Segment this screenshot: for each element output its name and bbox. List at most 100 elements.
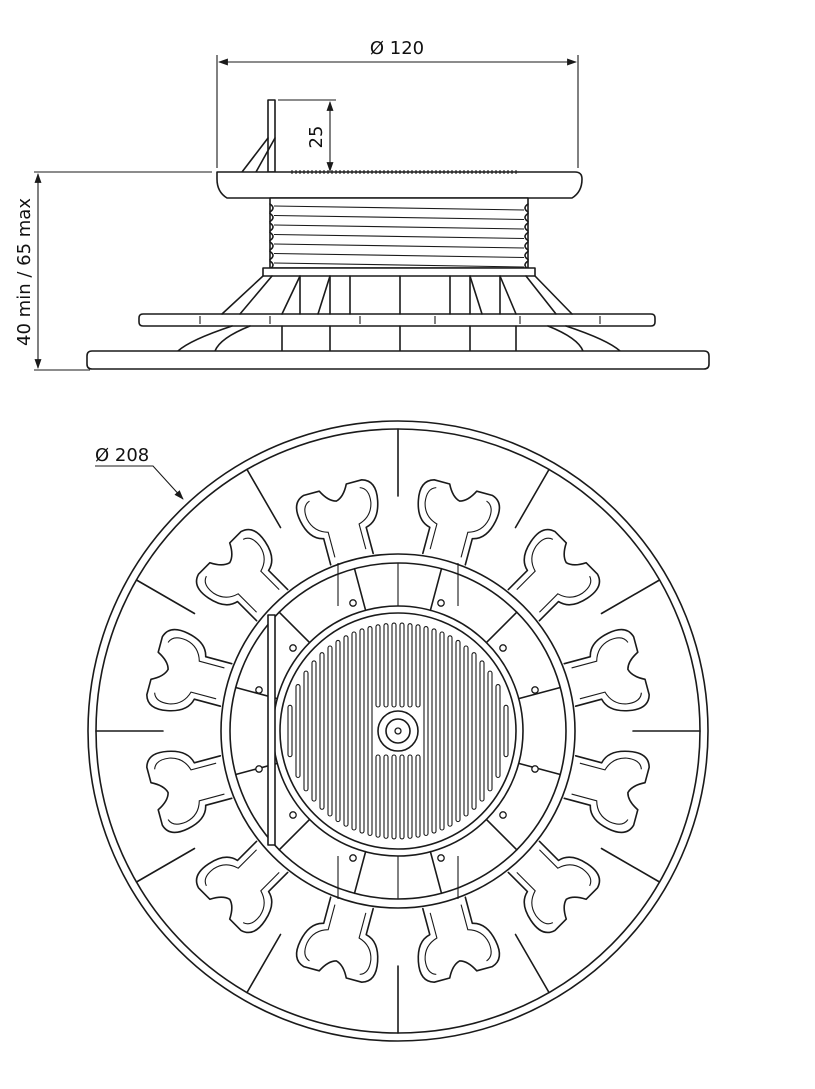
center-pin — [394, 727, 402, 735]
base-lobe — [146, 750, 233, 834]
head-grip-texture — [291, 170, 517, 174]
head-plate — [216, 171, 583, 199]
sector-divider — [429, 567, 443, 612]
sector-divider — [429, 850, 443, 895]
grip-slot — [375, 754, 381, 838]
base-radial-ribs — [95, 428, 701, 1034]
fixing-dot — [499, 644, 507, 652]
thread-line — [273, 205, 525, 211]
dimension-base-diameter: Ø 208 — [95, 445, 184, 500]
grip-slot — [471, 652, 477, 810]
side-view: Ø 120 25 40 min / 65 max — [14, 38, 710, 371]
base-lobe — [563, 750, 650, 834]
base-lobe-inner — [516, 849, 592, 925]
grip-slot — [359, 628, 365, 834]
base-lobe-inner — [571, 637, 642, 705]
base-outer-ring — [87, 420, 709, 1042]
base-lobe — [195, 528, 289, 622]
spacer-tab-top — [267, 614, 276, 846]
grip-slot — [383, 623, 389, 708]
grip-slot — [367, 626, 373, 836]
fixing-dots — [255, 599, 539, 862]
center-hub-inner — [385, 718, 411, 744]
grip-slot — [295, 684, 301, 778]
base-lobe — [417, 896, 501, 983]
grip-slot — [391, 622, 397, 708]
thread-crest — [269, 231, 529, 242]
radial-rib — [600, 847, 661, 883]
fixing-dot — [531, 686, 539, 694]
sector-divider — [353, 567, 367, 612]
fixing-dot — [437, 599, 445, 607]
grip-slot — [383, 754, 389, 839]
dimension-top-diameter: Ø 120 — [216, 38, 579, 168]
grip-slot — [351, 631, 357, 831]
spacer-tab — [267, 99, 276, 173]
base-flare — [214, 325, 584, 352]
base-lobe — [507, 528, 601, 622]
upper-base-ring — [138, 313, 656, 327]
base-lobe-inner — [304, 904, 372, 975]
grip-slot — [327, 645, 333, 817]
dimension-head-height: 25 — [278, 99, 336, 172]
thread-line — [273, 252, 525, 259]
grip-slot — [431, 628, 437, 834]
thread-collar — [262, 267, 536, 277]
base-lobe — [295, 896, 379, 983]
sector-divider — [485, 611, 518, 644]
base-lobe — [563, 628, 650, 712]
head-grip-slots — [287, 622, 509, 840]
grip-slot — [391, 754, 397, 840]
grip-slot — [407, 754, 413, 839]
grip-slot — [455, 639, 461, 823]
grip-slot — [343, 635, 349, 827]
support-ribs — [177, 275, 621, 352]
head-rim — [279, 612, 517, 850]
thread-crest — [269, 241, 529, 251]
radial-rib — [135, 579, 196, 615]
grip-slot — [439, 631, 445, 831]
base-lobe — [295, 479, 379, 566]
base-lobe-inner — [516, 537, 592, 613]
fixing-dot — [255, 765, 263, 773]
grip-slot — [463, 645, 469, 817]
grip-slot — [399, 754, 405, 840]
base-lobe — [146, 628, 233, 712]
radial-rib — [246, 468, 282, 529]
radial-rib — [514, 933, 550, 994]
base-lobes — [146, 479, 650, 983]
fixing-dot — [499, 811, 507, 819]
thread-crest — [269, 203, 529, 213]
base-lobe-inner — [204, 849, 280, 925]
grip-slot — [407, 623, 413, 708]
sector-divider — [278, 611, 311, 644]
fixing-dot — [255, 686, 263, 694]
grip-slot — [447, 635, 453, 827]
sector-divider — [353, 850, 367, 895]
sector-divider — [278, 818, 311, 851]
grip-slot — [375, 624, 381, 708]
grip-slot — [487, 670, 493, 792]
fixing-dot — [531, 765, 539, 773]
grip-slot — [503, 704, 509, 758]
base-flare — [177, 325, 621, 352]
grip-slot — [415, 624, 421, 708]
grip-slot — [415, 754, 421, 838]
height-range-label: 40 min / 65 max — [14, 198, 35, 346]
base-lobe-inner — [424, 904, 492, 975]
screw-thread — [262, 197, 536, 277]
fixing-dot — [437, 854, 445, 862]
base-lobe-inner — [424, 487, 492, 558]
fixing-dot — [289, 644, 297, 652]
radial-rib — [514, 468, 550, 529]
grip-slot — [479, 660, 485, 802]
grip-slot — [335, 639, 341, 823]
radial-rib — [600, 579, 661, 615]
radial-rib — [246, 933, 282, 994]
thread-line — [273, 262, 525, 268]
grip-slot — [319, 652, 325, 810]
support-outer-strut — [239, 275, 557, 315]
base-lobe-inner — [154, 757, 225, 825]
thread-crest — [269, 222, 529, 232]
